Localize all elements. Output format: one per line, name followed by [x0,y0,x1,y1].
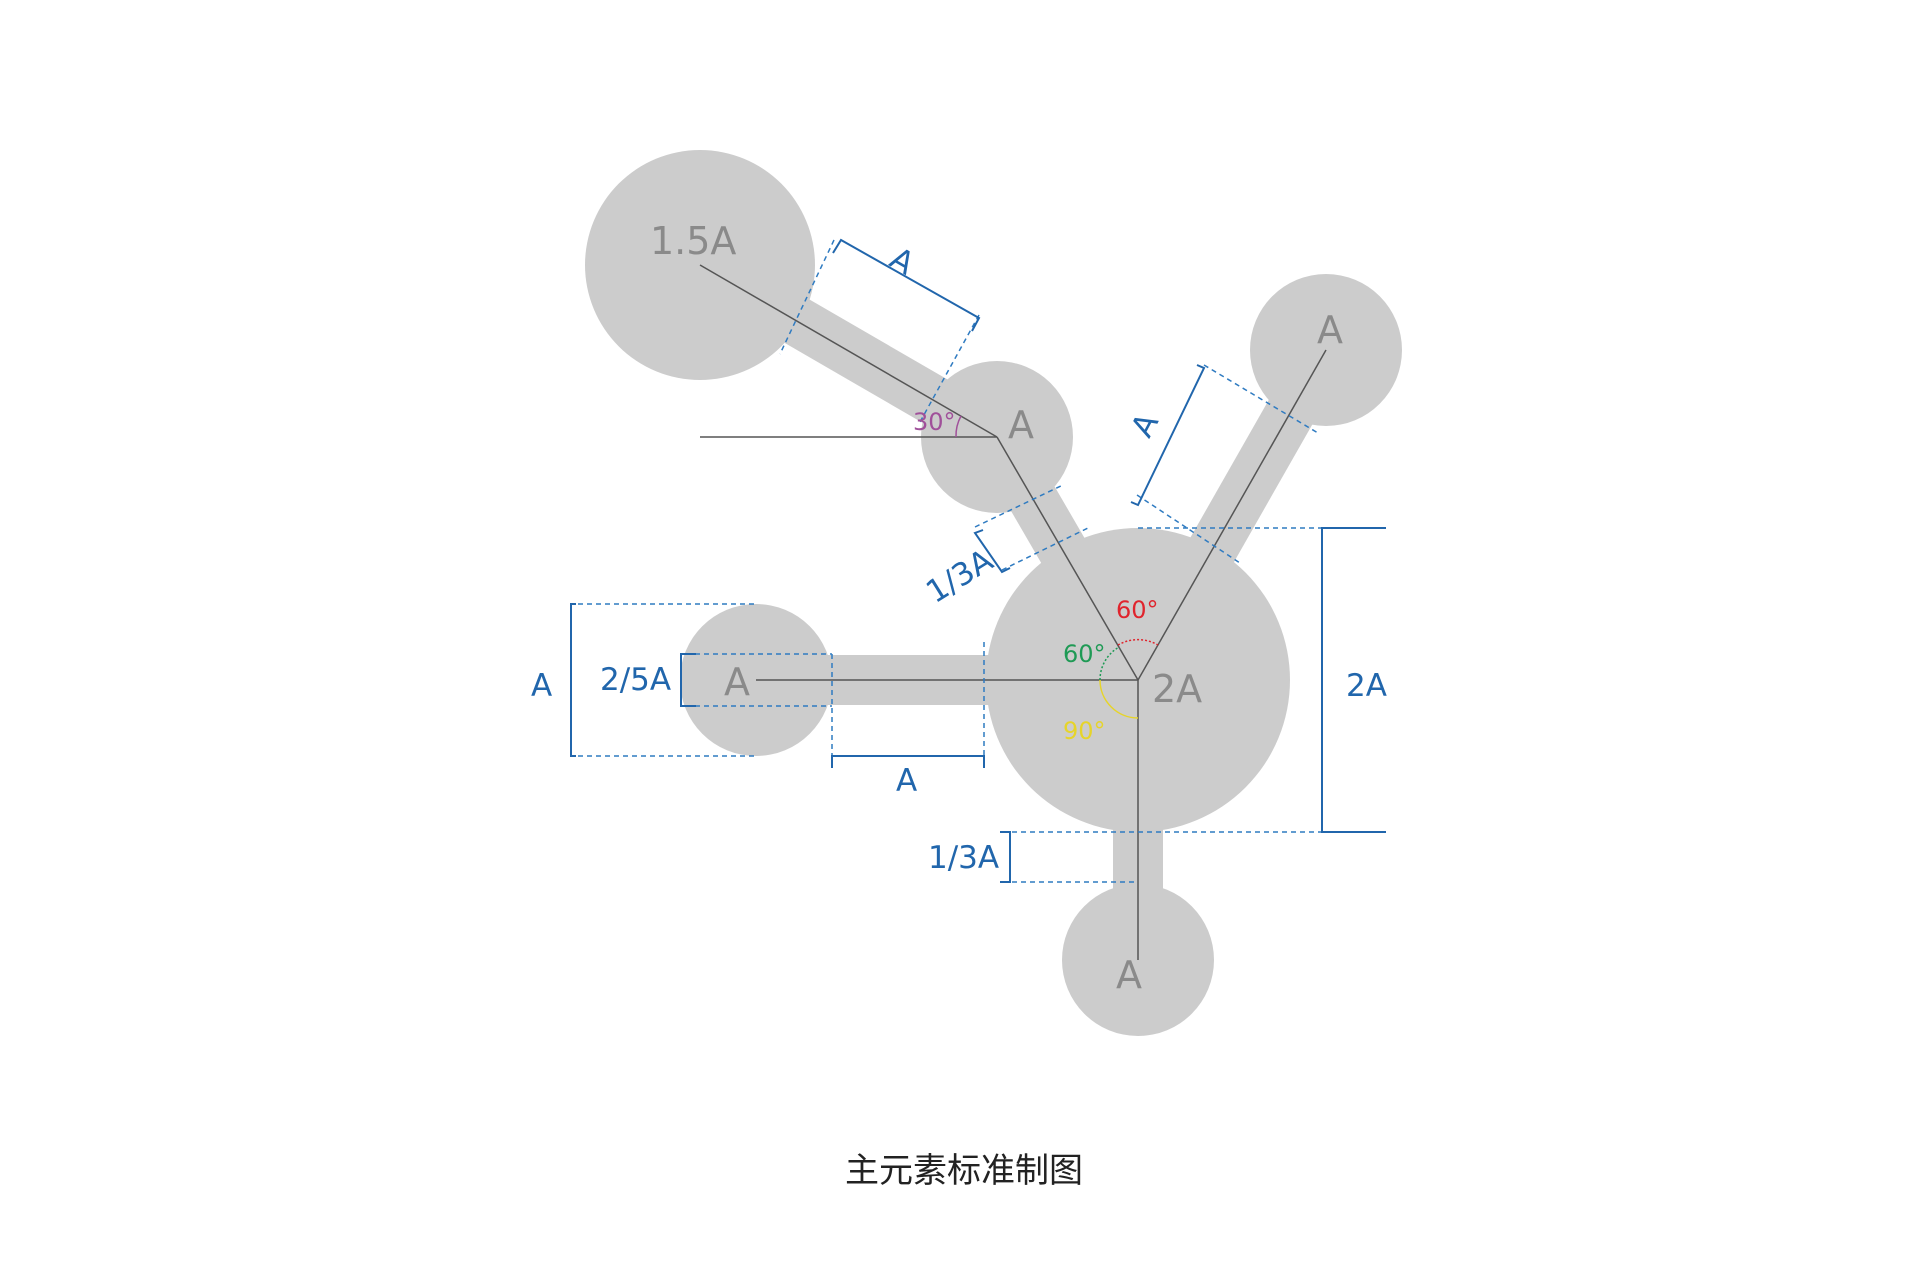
angle-label-green-60: 60° [1063,640,1106,668]
axis-top-right [1137,349,1327,681]
dim-label-right-bond: A [1124,407,1166,443]
dim-label-left-bond-length: A [896,763,917,799]
axis-upper-center [996,436,1139,681]
extension-lines [578,239,1386,883]
angle-label-red-60: 60° [1116,596,1159,624]
angle-arc-red-60 [1117,638,1159,646]
dim-label-left-outer: A [531,668,552,704]
dim-label-center-diameter: 2A [1346,668,1387,704]
node-labels: 1.5A A A 2A A A [650,219,1343,997]
dim-top-bond [832,238,981,332]
node-label-upper-mid: A [1008,403,1034,447]
angle-label-30: 30° [913,408,956,436]
axis-top-left [699,264,998,438]
dim-label-top-bond: A [884,240,920,282]
node-label-center: 2A [1152,667,1202,711]
dim-bottom-gap [1000,831,1011,883]
dim-left-bond-length [831,755,985,768]
node-label-top-right: A [1317,308,1343,352]
node-label-top-left: 1.5A [650,219,736,263]
dim-left-outer [570,603,576,757]
node-label-left: A [724,660,750,704]
dim-label-left-bond-width: 2/5A [600,662,671,698]
angle-arcs [955,415,1159,719]
dim-right-bond [1130,364,1206,507]
angle-arc-green-60 [1099,646,1120,681]
dim-center-diameter [1321,527,1386,833]
atoms [585,150,1402,1036]
angle-arc-yellow-90 [1099,679,1139,719]
figure-caption: 主元素标准制图 [845,1151,1083,1191]
angle-labels: 30° 60° 60° 90° [913,408,1159,745]
dimension-lines [570,238,1386,883]
axis-lines [699,264,1327,960]
dim-left-bond-width [680,653,696,707]
node-label-bottom: A [1116,953,1142,997]
dim-label-bottom-gap: 1/3A [928,840,999,876]
angle-arc-30 [955,415,962,438]
dim-upper-gap [973,529,1011,574]
angle-label-yellow-90: 90° [1063,717,1106,745]
